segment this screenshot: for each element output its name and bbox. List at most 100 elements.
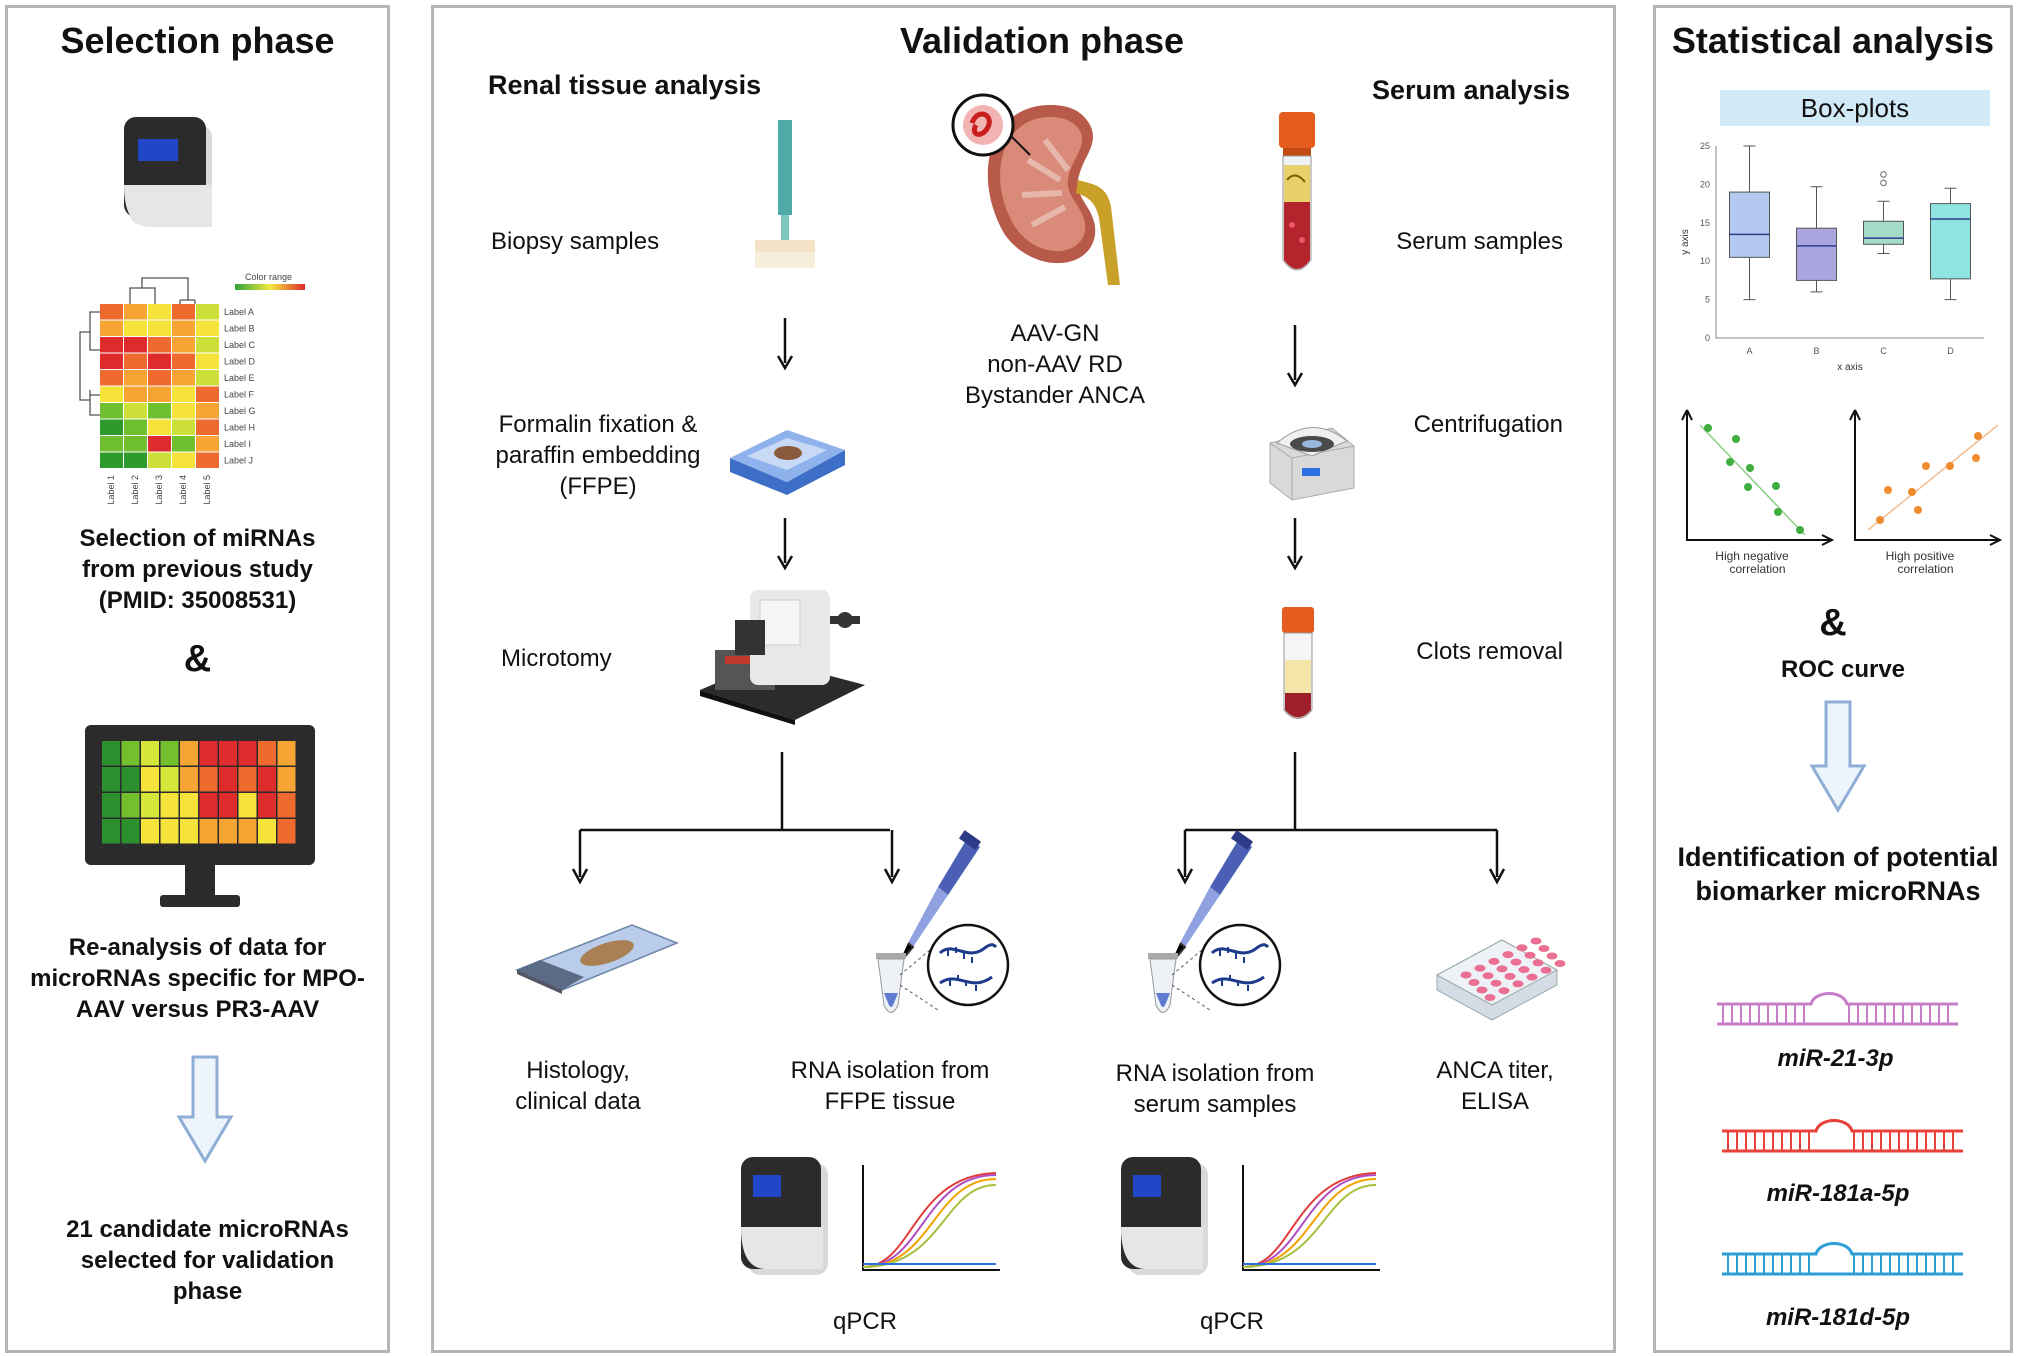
elisa-well (1546, 952, 1558, 960)
heatmap-cell (148, 452, 171, 468)
monitor-cell (180, 819, 198, 844)
centrifugation-label: Centrifugation (1413, 411, 1563, 438)
monitor-cell (141, 767, 159, 792)
monitor-icon (85, 725, 315, 907)
elisa-well (1484, 994, 1496, 1001)
heatmap-cell (148, 403, 171, 419)
monitor-cell (199, 741, 218, 766)
heatmap-row-label: Label H (224, 423, 255, 433)
heatmap-row-label: Label F (224, 390, 255, 400)
elisa-well (1530, 937, 1542, 945)
monitor-cell (199, 819, 218, 844)
biopsy-needle-icon (755, 120, 815, 268)
qpcr-machine-icon (741, 1157, 828, 1275)
boxplot-whisker (1877, 200, 1890, 255)
monitor-cell (238, 741, 257, 766)
elisa-well (1554, 960, 1566, 967)
elisa-well (1460, 971, 1472, 979)
boxplot-axes (1715, 146, 1984, 339)
kidney-icon (951, 93, 1120, 285)
heatmap-cell (124, 386, 147, 402)
heatmap-col-label: Label 4 (178, 475, 188, 505)
monitor-cell (199, 793, 218, 818)
monitor-cell (277, 793, 296, 818)
arrow-biopsy-ffpe (776, 318, 794, 371)
monitor-cell (258, 819, 276, 844)
heatmap-cell (196, 304, 219, 320)
monitor-cell (102, 741, 120, 766)
heatmap-cell (124, 320, 147, 336)
heatmap-color-scale (235, 284, 305, 290)
heatmap-cell (172, 403, 195, 419)
monitor-cell (102, 767, 120, 792)
heatmap-cell (196, 436, 219, 452)
heatmap-cell (148, 337, 171, 353)
heatmap-cell (196, 386, 219, 402)
elisa-well (1490, 979, 1502, 987)
heatmap-cell (100, 304, 123, 320)
monitor-cell (141, 741, 159, 766)
centrifuge-icon (1269, 427, 1355, 501)
heatmap-cell (124, 353, 147, 369)
heatmap-cell (124, 304, 147, 320)
boxplot-xtick: D (1947, 346, 1954, 356)
heatmap-cell (196, 403, 219, 419)
rna-isolation-serum-icon (1148, 830, 1282, 1013)
boxplot-xtick: A (1746, 346, 1752, 356)
tube-icon (876, 953, 906, 1013)
boxplot-box (1930, 203, 1971, 280)
thermocycler-icon (124, 117, 212, 227)
boxplot-box (1863, 220, 1904, 245)
elisa-well (1524, 951, 1536, 959)
heatmap-cell (148, 320, 171, 336)
heatmap-cell (100, 337, 123, 353)
heatmap-col-label: Label 5 (202, 475, 212, 505)
monitor-cell (102, 793, 120, 818)
biopsy-label: Biopsy samples (491, 228, 660, 255)
positive-correlation-label-2: correlation (1897, 562, 1954, 576)
boxplot-whisker (1743, 145, 1756, 301)
heatmap-cell (100, 370, 123, 386)
rna-isolation-ffpe-icon (876, 830, 1010, 1013)
serum-heading: Serum analysis (1372, 75, 1571, 105)
renal-heading: Renal tissue analysis (488, 70, 762, 100)
elisa-well (1504, 972, 1516, 980)
heatmap-cell (196, 370, 219, 386)
heatmap-cell (124, 403, 147, 419)
heatmap-cell (124, 419, 147, 435)
heatmap-cell (124, 370, 147, 386)
heatmap-cell (196, 320, 219, 336)
monitor-cell (219, 741, 237, 766)
boxplot-outlier (1880, 179, 1887, 187)
monitor-cell (219, 793, 237, 818)
monitor-cell (121, 741, 140, 766)
heatmap-cell (172, 337, 195, 353)
validation-title: Validation phase (899, 20, 1185, 61)
heatmap-col-label: Label 1 (106, 475, 116, 505)
paraffin-block-icon (730, 430, 845, 495)
hairpin-top-strand (1717, 992, 1958, 1006)
heatmap-cell (100, 403, 123, 419)
heatmap-cell (148, 370, 171, 386)
elisa-well (1498, 987, 1510, 995)
mirna-hairpin-icon-3 (1722, 1242, 1963, 1276)
serum-tube-icon (1282, 607, 1314, 719)
heatmap-cell (100, 419, 123, 435)
heatmap-cell (148, 386, 171, 402)
monitor-cell (141, 793, 159, 818)
blood-tube-icon (1279, 112, 1315, 271)
heatmap-cell (172, 452, 195, 468)
monitor-cell (180, 767, 198, 792)
elisa-well (1538, 945, 1550, 952)
heatmap-cell (100, 452, 123, 468)
heatmap-cell (124, 452, 147, 468)
monitor-cell (258, 767, 276, 792)
mirna-label-2: miR-181a-5p (1766, 1180, 1910, 1207)
